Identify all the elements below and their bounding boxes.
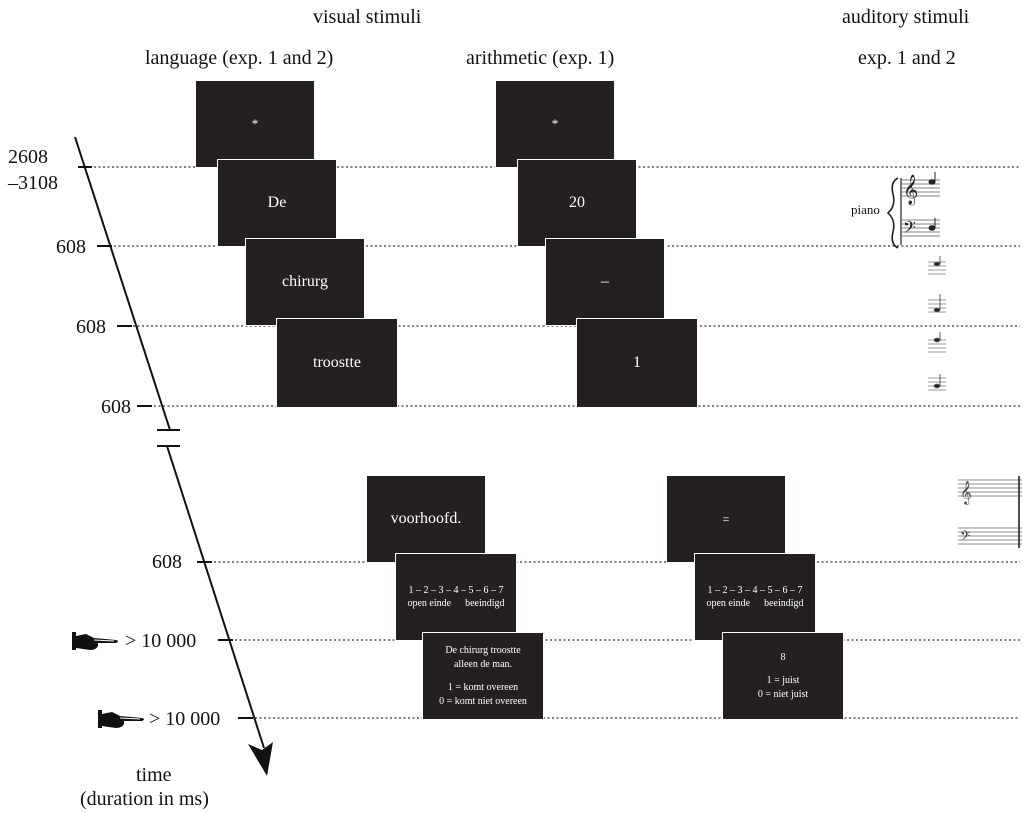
scale-left-label: open einde xyxy=(407,598,452,609)
arithmetic-card-operator: – xyxy=(545,238,665,326)
treble-clef-icon: 𝄞 xyxy=(903,174,918,206)
arithmetic-header: arithmetic (exp. 1) xyxy=(466,47,615,69)
music-note-icon xyxy=(928,256,946,391)
scale-left-label: open einde xyxy=(706,598,751,609)
time-axis-sublabel: (duration in ms) xyxy=(80,788,209,810)
answer-no: 0 = niet juist xyxy=(757,688,809,700)
arithmetic-card-fixation: * xyxy=(495,80,615,168)
rating-scale: 1 – 2 – 3 – 4 – 5 – 6 – 7 open einde bee… xyxy=(407,584,504,611)
language-card-final-word: voorhoofd. xyxy=(366,475,486,563)
hand-pointer-icon xyxy=(72,632,118,650)
question-line-2: alleen de man. xyxy=(453,658,513,670)
arithmetic-card-scale: 1 – 2 – 3 – 4 – 5 – 6 – 7 open einde bee… xyxy=(694,553,816,641)
time-axis-lower xyxy=(166,445,265,749)
auditory-stimuli-header: auditory stimuli xyxy=(842,6,970,28)
answer-yes: 1 = komt overeen xyxy=(447,682,519,693)
answer-yes: 1 = juist xyxy=(766,675,800,687)
final-chord-staff xyxy=(958,476,1022,548)
arithmetic-card-number-1: 20 xyxy=(517,159,637,247)
card-text: * xyxy=(551,116,559,131)
timeline-label-608-b: 608 xyxy=(76,316,106,338)
card-text: – xyxy=(601,273,609,290)
arithmetic-card-result: 8 1 = juist 0 = niet juist xyxy=(722,632,844,720)
timeline-label-608-d: 608 xyxy=(152,551,182,573)
time-axis-arrowhead xyxy=(248,742,273,776)
scale-right-label: beeindigd xyxy=(465,598,505,609)
bass-clef-icon: 𝄢 xyxy=(903,217,916,241)
card-text: * xyxy=(251,116,259,131)
card-text: 20 xyxy=(569,194,585,211)
time-axis-label: time xyxy=(136,764,172,786)
card-text: voorhoofd. xyxy=(390,510,462,527)
hand-pointer-icon xyxy=(98,710,144,728)
language-card-word-2: chirurg xyxy=(245,238,365,326)
language-card-question: De chirurg troostte alleen de man. 1 = k… xyxy=(422,632,544,720)
treble-clef-icon: 𝄞 xyxy=(960,480,972,505)
timeline-label-3108: –3108 xyxy=(8,172,58,194)
card-text: troostte xyxy=(313,354,361,371)
card-text: = xyxy=(722,511,730,526)
grand-staff xyxy=(886,177,940,249)
language-card-word-1: De xyxy=(217,159,337,247)
language-card-word-3: troostte xyxy=(276,318,398,408)
card-text: chirurg xyxy=(282,273,328,290)
timeline-label-2608: 2608 xyxy=(8,146,48,168)
card-text: 1 xyxy=(633,354,641,371)
question-line-1: De chirurg troostte xyxy=(445,645,521,656)
auditory-exp-header: exp. 1 and 2 xyxy=(858,47,956,69)
music-note-icon xyxy=(928,172,936,231)
language-header: language (exp. 1 and 2) xyxy=(145,47,334,69)
card-text: De xyxy=(267,194,287,211)
arithmetic-card-number-2: 1 xyxy=(576,318,698,408)
arithmetic-card-equals: = xyxy=(666,475,786,563)
timeline-label-608-a: 608 xyxy=(56,236,86,258)
visual-stimuli-header: visual stimuli xyxy=(313,6,422,28)
language-card-scale: 1 – 2 – 3 – 4 – 5 – 6 – 7 open einde bee… xyxy=(395,553,517,641)
time-axis-upper xyxy=(74,136,171,431)
timeline-label-10000-a: > 10 000 xyxy=(125,630,197,652)
timeline-label-10000-b: > 10 000 xyxy=(149,708,221,730)
answer-no: 0 = komt niet overeen xyxy=(439,695,527,707)
timeline-label-608-c: 608 xyxy=(101,396,131,418)
language-card-fixation: * xyxy=(195,80,315,168)
rating-scale: 1 – 2 – 3 – 4 – 5 – 6 – 7 open einde bee… xyxy=(706,584,803,611)
scale-right-label: beeindigd xyxy=(764,598,804,609)
scale-numbers: 1 – 2 – 3 – 4 – 5 – 6 – 7 xyxy=(408,584,504,596)
piano-label: piano xyxy=(851,202,880,217)
bass-clef-icon: 𝄢 xyxy=(960,528,970,547)
result-value: 8 xyxy=(780,651,786,663)
scale-numbers: 1 – 2 – 3 – 4 – 5 – 6 – 7 xyxy=(707,584,803,596)
